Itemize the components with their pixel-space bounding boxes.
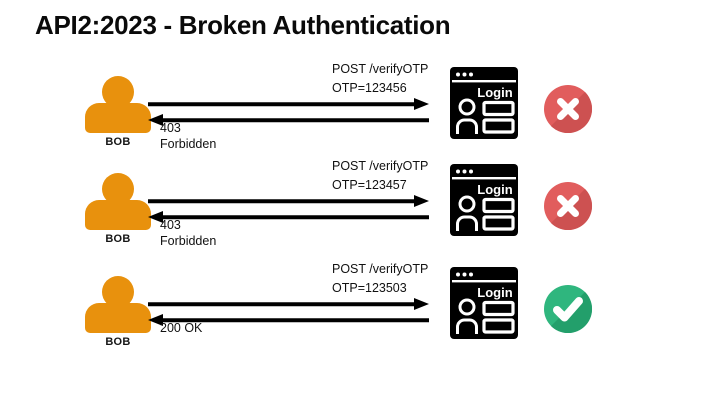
request-arrow-shaft (148, 199, 418, 203)
response-labels: 403 Forbidden (160, 121, 216, 152)
response-reason: Forbidden (160, 136, 217, 151)
user-icon (83, 173, 153, 230)
user-icon-torso (85, 103, 151, 133)
request-labels: POST /verifyOTP OTP=123503 (332, 260, 428, 298)
response-code: 200 OK (160, 321, 203, 335)
response-arrow-shaft (159, 118, 429, 122)
auth-attempt-row-2: BOB POST /verifyOTP OTP=123457 403 Forbi… (0, 155, 720, 255)
error-icon (544, 182, 593, 231)
response-code: 403 (160, 218, 181, 232)
user-icon (83, 76, 153, 133)
response-arrowhead (148, 114, 163, 126)
request-arrow-shaft (148, 102, 418, 106)
browser-dots-icon (456, 72, 473, 77)
response-arrow (148, 314, 429, 326)
auth-attempt-row-3: BOB POST /verifyOTP OTP=123503 200 OK Lo… (0, 258, 720, 358)
user-icon-head (102, 76, 134, 108)
request-arrow (148, 98, 429, 110)
login-user-icon (456, 298, 478, 334)
request-labels: POST /verifyOTP OTP=123457 (332, 157, 428, 195)
request-arrowhead (414, 195, 429, 207)
request-arrow (148, 195, 429, 207)
user-icon-head (102, 276, 134, 308)
response-arrow-shaft (159, 318, 429, 322)
request-method: POST /verifyOTP (332, 262, 429, 276)
browser-dots-icon (456, 169, 473, 174)
request-method: POST /verifyOTP (332, 62, 429, 76)
login-user-icon (456, 195, 478, 231)
response-arrow (148, 114, 429, 126)
response-code: 403 (160, 121, 181, 135)
user-icon-torso (85, 200, 151, 230)
request-arrow (148, 298, 429, 310)
login-window-icon: Login (450, 67, 518, 139)
login-window-icon: Login (450, 267, 518, 339)
auth-attempt-row-1: BOB POST /verifyOTP OTP=123456 403 Forbi… (0, 58, 720, 158)
error-icon (544, 85, 593, 134)
response-arrowhead (148, 211, 163, 223)
login-title: Login (477, 182, 512, 197)
request-otp: OTP=123457 (332, 178, 407, 192)
success-icon (544, 285, 593, 334)
request-otp: OTP=123503 (332, 281, 407, 295)
actor-label: BOB (105, 336, 131, 348)
login-fields-icon (482, 100, 515, 134)
user-icon-torso (85, 303, 151, 333)
user-icon-head (102, 173, 134, 205)
login-window-icon: Login (450, 164, 518, 236)
actor-bob: BOB (83, 276, 153, 348)
user-icon (83, 276, 153, 333)
actor-bob: BOB (83, 76, 153, 148)
response-arrow-shaft (159, 215, 429, 219)
request-otp: OTP=123456 (332, 81, 407, 95)
login-user-icon (456, 98, 478, 134)
page-title: API2:2023 - Broken Authentication (35, 10, 451, 40)
actor-bob: BOB (83, 173, 153, 245)
actor-label: BOB (105, 136, 131, 148)
request-arrow-shaft (148, 302, 418, 306)
browser-dots-icon (456, 272, 473, 277)
login-title: Login (477, 285, 512, 300)
request-method: POST /verifyOTP (332, 159, 429, 173)
login-fields-icon (482, 300, 515, 334)
actor-label: BOB (105, 233, 131, 245)
request-labels: POST /verifyOTP OTP=123456 (332, 60, 428, 98)
login-title: Login (477, 85, 512, 100)
response-arrowhead (148, 314, 163, 326)
request-arrowhead (414, 98, 429, 110)
response-labels: 403 Forbidden (160, 218, 216, 249)
response-reason: Forbidden (160, 233, 217, 248)
response-labels: 200 OK (160, 321, 202, 337)
request-arrowhead (414, 298, 429, 310)
response-arrow (148, 211, 429, 223)
login-fields-icon (482, 197, 515, 231)
